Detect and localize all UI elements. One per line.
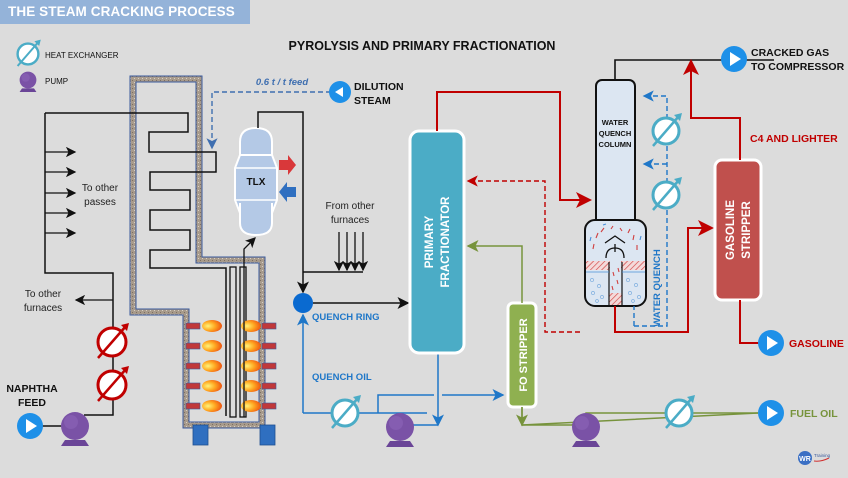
c4-lighter-label: C4 AND LIGHTER [750,133,838,145]
feed-preheater-1-icon [96,321,131,360]
tlx-outlet-line [257,111,309,294]
tlx-cold-in-arrow-icon [279,182,296,202]
legend-heat-exchanger-label: HEAT EXCHANGER [45,51,119,60]
page-title: THE STEAM CRACKING PROCESS [8,4,235,19]
legend-pump-label: PUMP [45,77,68,86]
fo-stripper-vapor-line [466,240,523,303]
legend: HEAT EXCHANGER PUMP [16,38,119,92]
tlx-exchanger: TLX [234,126,296,237]
dilution-steam-terminal-icon[interactable] [329,81,351,103]
feed-preheater-2-icon [96,364,131,403]
water-quench-cooler-1-icon [651,111,684,148]
tlx-hot-out-arrow-icon [279,155,296,175]
fuel-oil-label: FUEL OIL [790,408,838,420]
furnace-foot-left [192,424,209,446]
cracked-gas-line [436,91,592,208]
convection-coil [45,112,227,416]
tlx-label: TLX [247,177,266,188]
pump-legend-icon [19,71,37,92]
section-title: PYROLYSIS AND PRIMARY FRACTIONATION [289,39,556,53]
feed-manifold [38,113,114,427]
radiant-tube [229,266,237,418]
feed-pump-icon [61,412,89,446]
svg-text:WR: WR [799,456,811,463]
fuel-oil-cooler-icon [664,393,697,430]
water-quench-loop [633,90,668,327]
furnace-foot-right [259,424,276,446]
gasoline-line [739,300,760,344]
reflux-line [466,175,580,333]
gasoline-terminal-icon[interactable] [758,330,784,356]
title-bar: THE STEAM CRACKING PROCESS [0,0,250,24]
tlx-inlet-line [243,237,256,417]
cracked-gas-terminal-icon[interactable] [721,46,747,72]
heat-exchanger-legend-icon [16,38,42,68]
fuel-oil-pump-icon [572,413,600,447]
quench-oil-pump-icon [386,413,414,447]
gasoline-stripper [713,158,763,302]
quench-ring-icon [293,293,313,313]
quench-bottom-line [614,220,714,333]
furnace [45,75,277,446]
quench-ring-label: QUENCH RING [312,312,380,323]
water-quench-label: WATER QUENCH [652,249,663,327]
burners [185,320,277,413]
quench-oil-label: QUENCH OIL [312,372,372,383]
fuel-oil-line [521,407,759,426]
quench-oil-cooler-icon [330,393,363,430]
fo-stripper-label: FO STRIPPER [518,318,530,391]
company-logo: WR Training [798,451,831,465]
water-quench-cooler-2-icon [651,175,684,212]
svg-text:Training: Training [814,453,831,458]
from-other-furnaces-arrows [303,232,369,273]
naphtha-feed-terminal-icon[interactable] [17,413,43,439]
primary-fractionator [408,129,466,355]
fuel-oil-terminal-icon[interactable] [758,400,784,426]
gasoline-label: GASOLINE [789,338,844,350]
dilution-steam-line [206,91,331,150]
dilution-rate-label: 0.6 t / t feed [256,77,308,88]
c4-lighter-line [683,59,741,160]
